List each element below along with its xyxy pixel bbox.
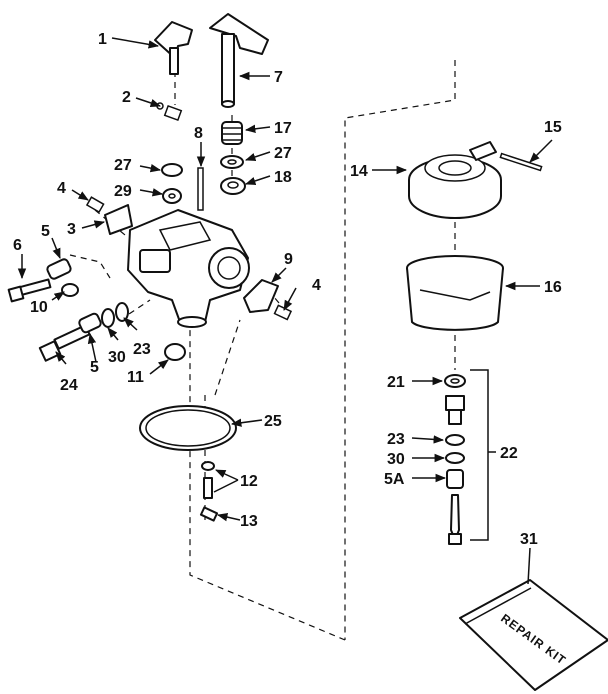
float-pin-part-15 [499,152,543,172]
clip-part-13 [199,506,219,522]
plug-part-10 [61,283,79,297]
throttle-shaft-part [154,21,193,75]
bowl-nut-part-22 [445,395,465,425]
callout-9: 9 [284,251,293,268]
callout-3: 3 [67,221,76,238]
washer-part-30-right [445,452,465,464]
callout-15: 15 [544,119,562,136]
callout-27-right: 27 [274,145,292,162]
callout-21: 21 [387,374,405,391]
callout-5-lower: 5 [90,359,99,376]
callout-12: 12 [240,473,258,490]
spring-part-5a [446,469,464,489]
callout-23-right: 23 [387,431,405,448]
washer-part-27-right [220,155,244,169]
spring-part-17 [221,121,243,145]
choke-plate-part-9 [243,279,279,313]
callout-30-left: 30 [108,349,126,366]
gasket-part-25 [139,405,237,451]
callout-13: 13 [240,513,258,530]
washer-part-21 [444,374,466,388]
callout-7: 7 [274,69,283,86]
callout-4-right: 4 [312,277,321,294]
throttle-plate-part-3 [104,204,133,235]
callout-17: 17 [274,120,292,137]
callout-1: 1 [98,31,107,48]
seal-part-29 [162,188,182,204]
callout-14: 14 [350,163,368,180]
plug-part-11 [164,343,186,361]
screw-part-4-right [273,304,293,321]
bowl-part-16 [406,255,504,331]
callout-labels: 1 2 3 4 4 5 5 6 7 8 9 10 11 12 13 14 15 … [13,31,562,548]
idle-screw-part-6 [7,278,52,303]
needle-seat-part-12 [201,461,215,499]
needle-part-22 [448,494,462,545]
washer-part-27-left [161,163,183,177]
repair-kit-package: REPAIR KIT [459,579,608,691]
leader-lines [17,37,553,585]
callout-18: 18 [274,169,292,186]
callout-25: 25 [264,413,282,430]
washer-part-30-left [101,308,115,328]
callout-31: 31 [520,531,538,548]
callout-22: 22 [500,445,518,462]
callout-30-right: 30 [387,451,405,468]
callout-11: 11 [127,369,144,386]
callout-6: 6 [13,237,22,254]
oring-part-23-left [115,302,129,322]
seal-part-18 [220,177,246,195]
needle-valve-part-24 [38,324,91,362]
choke-shaft-part [209,13,269,108]
screw-part-2 [156,102,183,122]
callout-27-left: 27 [114,157,132,174]
callout-8: 8 [194,125,203,142]
callout-4-left: 4 [57,180,66,197]
callout-23-left: 23 [133,341,151,358]
carburetor-body [127,209,250,328]
callout-5-upper: 5 [41,223,50,240]
callout-24: 24 [60,377,78,394]
callout-16: 16 [544,279,562,296]
oring-part-23-right [445,434,465,446]
callout-5a: 5A [384,471,405,488]
spring-part-5-upper [46,258,72,280]
bracket-22 [470,369,489,541]
callout-29: 29 [114,183,132,200]
callout-2: 2 [122,89,131,106]
assembly-guide-lines [69,60,456,641]
screw-part-4-left [85,196,105,213]
callout-10: 10 [30,299,48,316]
pin-part-8 [197,167,204,211]
spring-part-5-lower [78,312,102,334]
float-part-14 [408,141,502,219]
